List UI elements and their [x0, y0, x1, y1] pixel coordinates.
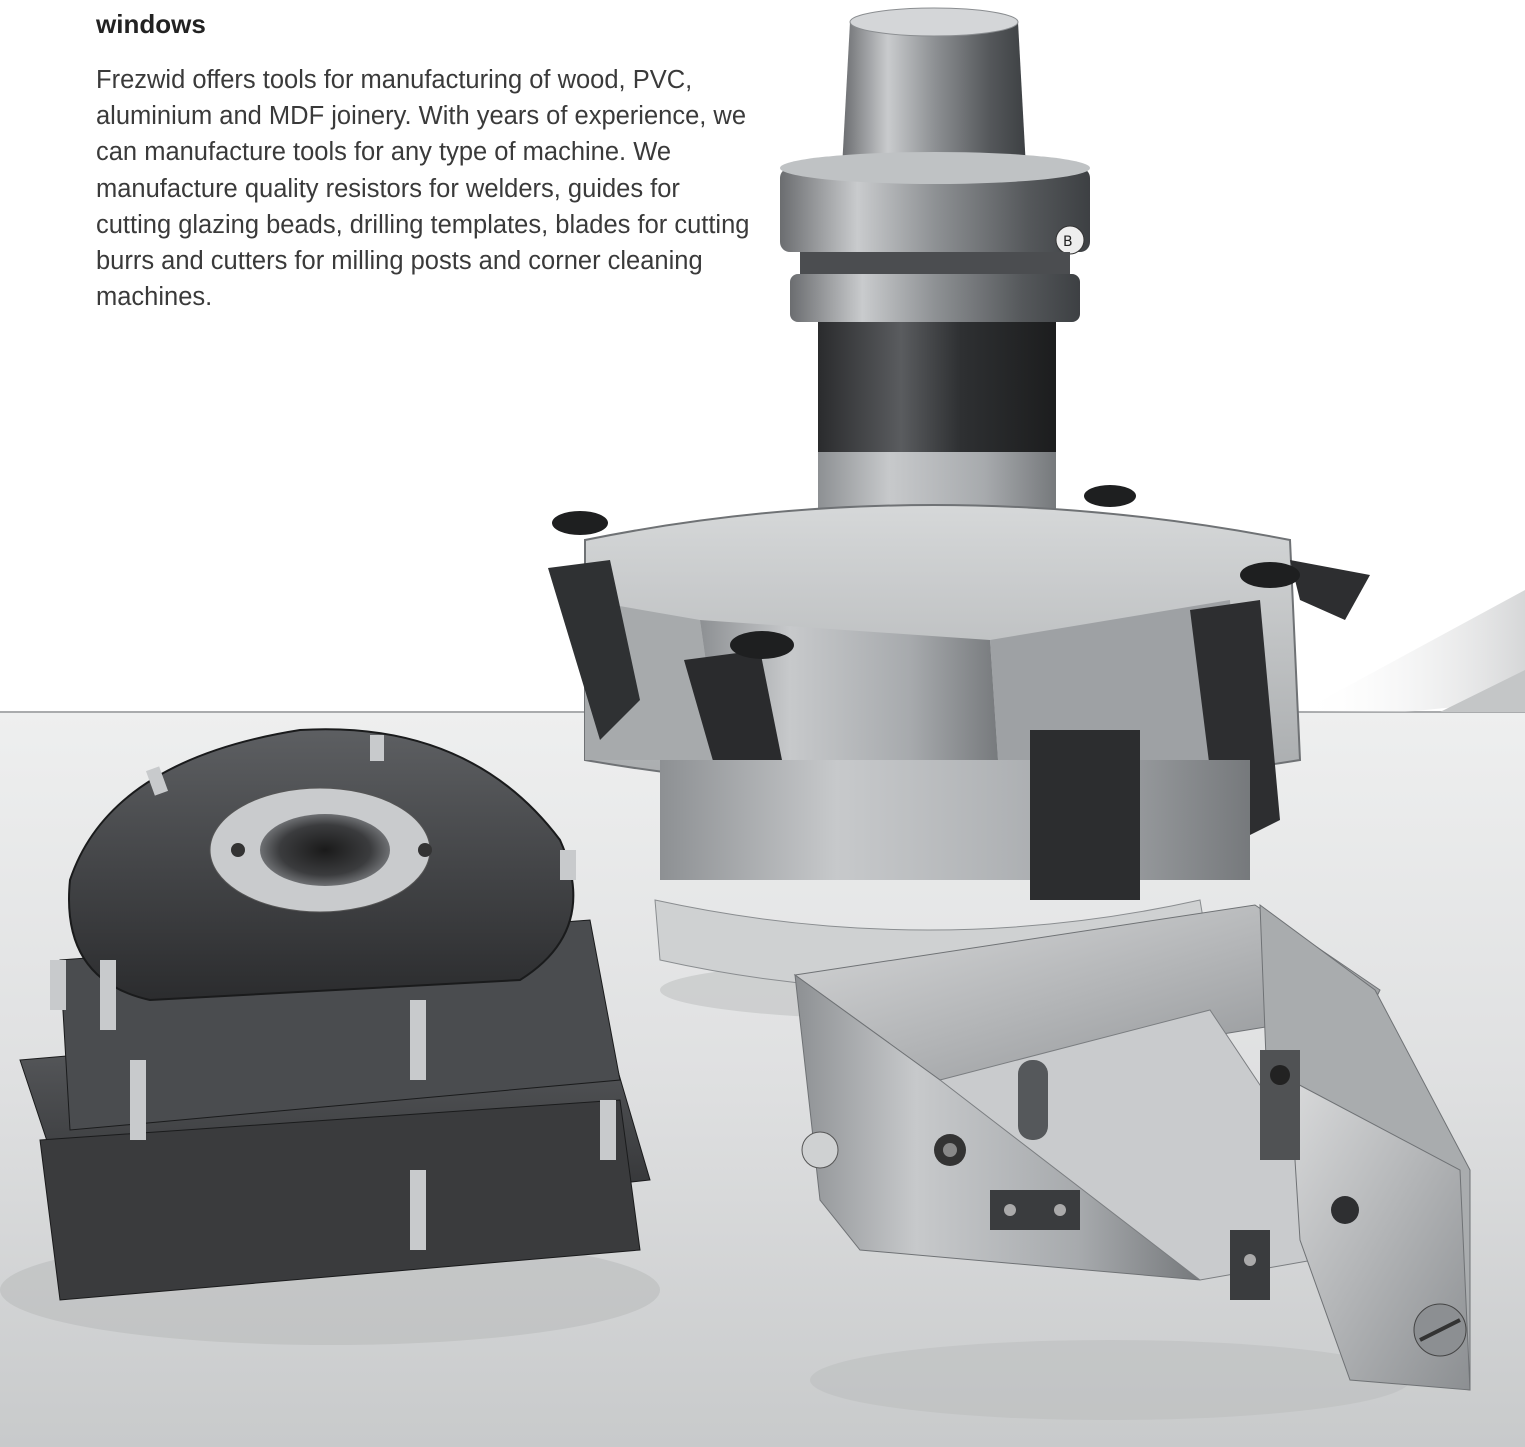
section-heading: windows — [96, 9, 206, 39]
profile-cutter-set-icon — [0, 728, 660, 1345]
tool-holder-icon: B — [548, 7, 1370, 1020]
corner-guide-block-icon — [793, 903, 1471, 1420]
svg-text:B: B — [1063, 234, 1073, 250]
section-description: Frezwid offers tools for manufacturing o… — [96, 66, 750, 312]
